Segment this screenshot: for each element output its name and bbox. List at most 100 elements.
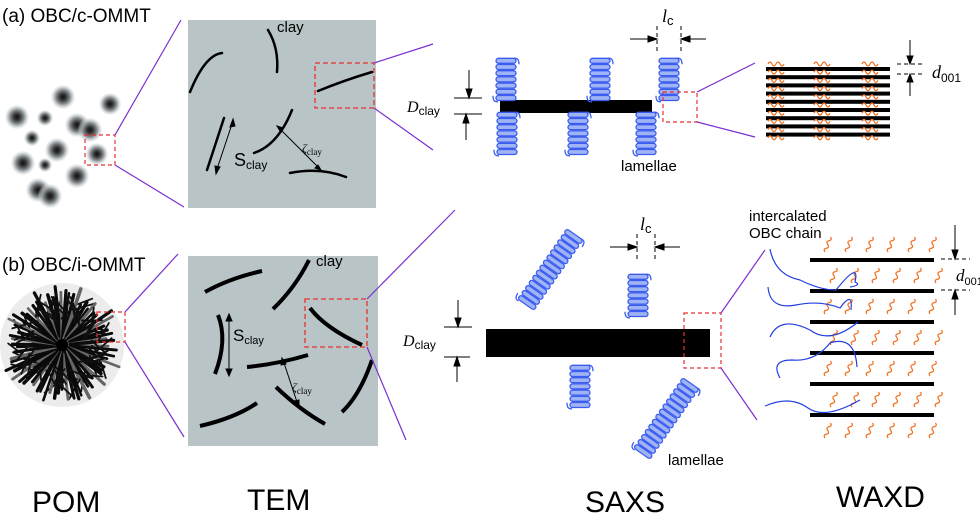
folded-chain	[658, 70, 680, 77]
orange-chain	[885, 421, 896, 440]
saxs-a-zoom-box	[662, 91, 698, 123]
clay-layer	[766, 91, 890, 96]
waxd-b-intercalated-line2: OBC chain	[749, 225, 822, 242]
folded-chain	[496, 117, 518, 125]
folded-chain	[496, 124, 518, 131]
orange-chain	[813, 61, 831, 67]
lamella-stack	[631, 378, 701, 459]
clay-layer	[766, 75, 890, 80]
waxd-a-d001-arrows	[897, 40, 925, 96]
folded-chain	[648, 423, 667, 439]
tem-a-clay-label: clay	[277, 19, 304, 36]
chain-tail	[585, 111, 592, 119]
intercalated-obc-chain	[764, 399, 861, 414]
folded-chain	[569, 389, 591, 396]
folded-chain	[549, 249, 569, 265]
chain-tail	[676, 57, 683, 65]
folded-chain	[589, 70, 611, 77]
saxs-b-dclay-label: Dclay	[402, 333, 436, 352]
panel-b-label: (b) OBC/i-OMMT	[2, 255, 146, 276]
tem-b-distance-arrow	[280, 356, 300, 409]
clay-layer	[810, 382, 934, 386]
waxd-a-layers	[766, 61, 890, 141]
orange-chain	[906, 421, 917, 440]
clay-layer	[766, 99, 890, 104]
chain-tail	[607, 57, 614, 65]
folded-chain	[669, 393, 689, 409]
orange-chain	[822, 421, 833, 440]
folded-chain	[627, 298, 649, 305]
orange-chain	[864, 297, 875, 316]
orange-chain	[933, 266, 944, 285]
orange-chain	[843, 421, 854, 440]
dendrite-branch	[96, 322, 110, 343]
orange-chain	[927, 421, 938, 440]
dendrite-branch	[11, 349, 56, 381]
saxs-b-clay-layer	[486, 329, 710, 357]
lamella-stack	[586, 57, 614, 103]
clay-layer	[766, 108, 890, 112]
dendrite-branch	[85, 353, 107, 362]
lamella-stack	[564, 111, 592, 157]
folded-chain	[589, 88, 611, 95]
folded-chain	[673, 388, 692, 404]
pom-a-spherulites	[5, 85, 121, 208]
folded-chain	[627, 286, 649, 293]
folded-chain	[567, 130, 589, 137]
tem-b-distance-label: ζclay	[292, 380, 312, 396]
orange-chain	[885, 359, 896, 378]
chain-tail	[564, 149, 571, 157]
saxs-b-lamellae-label: lamellae	[668, 452, 724, 469]
folded-chain	[567, 117, 589, 125]
tem-a-spacing-label: Sclay	[234, 150, 267, 172]
folded-chain	[539, 264, 558, 280]
folded-chain	[495, 70, 517, 77]
dendrite-branch	[55, 366, 67, 385]
orange-chain	[906, 359, 917, 378]
folded-chain	[496, 130, 518, 137]
lamella-stack	[515, 229, 585, 310]
dendrite-branch	[7, 317, 57, 343]
folded-chain	[635, 130, 657, 137]
dendrite-branch	[50, 296, 68, 314]
tem-b-clay-platelets	[199, 259, 374, 428]
folded-chain	[676, 383, 696, 399]
chain-tail	[655, 95, 662, 103]
folded-chain	[651, 418, 671, 434]
orange-chain	[849, 390, 860, 409]
saxs-a-dclay-arrows	[454, 70, 482, 140]
orange-chain	[891, 390, 902, 409]
orange-chain	[891, 328, 902, 347]
chain-tail	[566, 402, 573, 410]
dendrite-branch	[63, 350, 92, 400]
folded-chain	[635, 117, 657, 125]
folded-chain	[658, 408, 678, 424]
waxd-b-intercalated-line1: intercalated	[749, 208, 827, 225]
folded-chain	[680, 378, 699, 393]
chain-tail	[492, 95, 499, 103]
folded-chain	[635, 136, 657, 143]
folded-chain	[535, 269, 555, 285]
orange-chain	[822, 235, 833, 254]
folded-chain	[589, 76, 611, 83]
dendrite-branch	[42, 347, 62, 402]
folded-chain	[557, 239, 576, 255]
folded-chain	[641, 433, 660, 449]
dendrite-branch	[38, 366, 43, 389]
column-title-tem: TEM	[247, 484, 310, 517]
spherulite-nucleus	[56, 339, 68, 351]
folded-chain	[633, 444, 653, 459]
chain-tail	[587, 364, 594, 372]
folded-chain	[637, 438, 657, 454]
intercalated-obc-chain	[767, 286, 852, 311]
dendrite-branch	[68, 338, 116, 346]
tem-b-zoom-box	[304, 298, 368, 348]
folded-chain	[495, 76, 517, 83]
folded-chain	[569, 383, 591, 390]
orange-chain	[822, 297, 833, 316]
lamella-stack	[632, 111, 660, 157]
saxs-a-lc-label: lc	[662, 6, 674, 28]
tem-a-clay-platelets	[188, 28, 374, 179]
dendrite-branch	[11, 321, 35, 330]
